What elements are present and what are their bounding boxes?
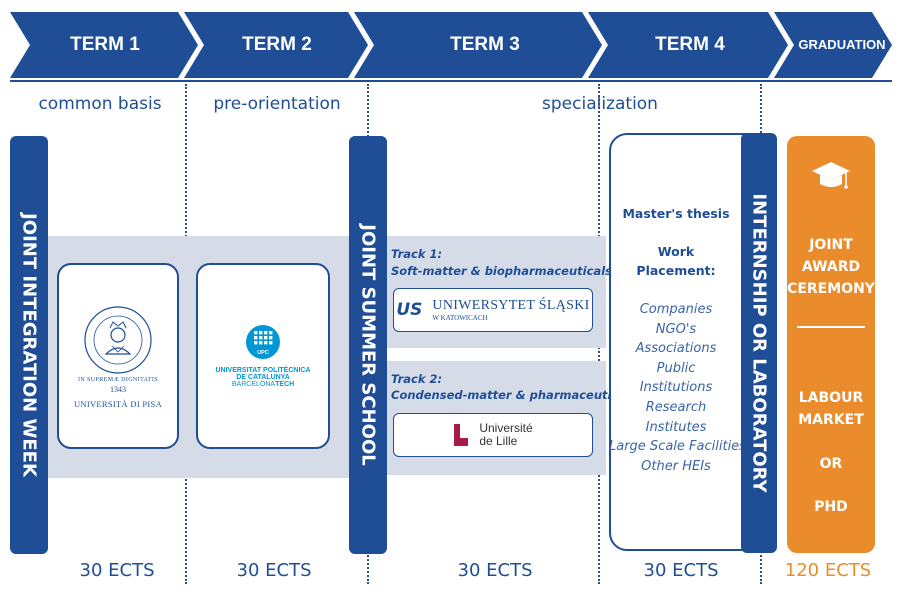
internship-or-laboratory-label: INTERNSHIP OR LABORATORY bbox=[748, 193, 770, 493]
joint-award-line-3: CEREMONY bbox=[787, 281, 875, 297]
term-timeline bbox=[10, 12, 892, 82]
term-1-label: TERM 1 bbox=[70, 34, 140, 55]
pisa-name: UNIVERSITÀ DI PISA bbox=[73, 398, 163, 409]
pisa-year: 1343 bbox=[110, 384, 126, 394]
phase-specialization: specialization bbox=[542, 94, 658, 114]
joint-integration-week-label: JOINT INTEGRATION WEEK bbox=[18, 213, 40, 477]
lille-mark-icon bbox=[454, 424, 469, 446]
internship-or-laboratory-bar: INTERNSHIP OR LABORATORY bbox=[741, 133, 777, 553]
upc-barcelona: BARCELONA bbox=[231, 381, 276, 388]
lille-text: Université de Lille bbox=[479, 422, 532, 448]
placement-item: Institutes bbox=[645, 419, 707, 435]
ects-term-2: 30 ECTS bbox=[236, 560, 312, 581]
ects-term-1: 30 ECTS bbox=[79, 560, 155, 581]
university-upc-card: UPC UNIVERSITAT POLITÈCNICA DE CATALUNYA… bbox=[196, 263, 330, 449]
silesia-text: UNIWERSYTET ŚLĄSKI W KATOWICACH bbox=[432, 298, 589, 322]
track-1-title: Soft-matter & biopharmaceuticals bbox=[391, 264, 612, 278]
term-1-arrow bbox=[10, 12, 198, 78]
labour-market-line-1: LABOUR bbox=[798, 390, 864, 406]
graduation-column: JOINT AWARD CEREMONY LABOUR MARKET OR PH… bbox=[787, 136, 875, 553]
silesia-mark-icon: US bbox=[396, 300, 423, 320]
term-2-arrow bbox=[184, 12, 368, 78]
university-silesia-logo: US UNIWERSYTET ŚLĄSKI W KATOWICACH bbox=[393, 288, 593, 332]
upc-tech: TECH bbox=[275, 381, 295, 388]
placement-item: Institutions bbox=[639, 380, 713, 396]
joint-summer-school-label: JOINT SUMMER SCHOOL bbox=[357, 224, 379, 466]
phd-label: PHD bbox=[814, 499, 848, 515]
term-3-arrow bbox=[354, 12, 602, 78]
placement-item: Public bbox=[656, 360, 696, 376]
track-2-label: Track 2: bbox=[391, 372, 443, 386]
labour-market-line-2: MARKET bbox=[798, 412, 864, 428]
placement-item: Research bbox=[645, 399, 707, 415]
placement-item: Companies bbox=[639, 302, 713, 317]
university-pisa-card: IN SUPREMÆ DIGNITATIS 1343 UNIVERSITÀ DI… bbox=[57, 263, 179, 449]
joint-summer-school-bar: JOINT SUMMER SCHOOL bbox=[349, 136, 387, 554]
track-2-title: Condensed-matter & pharmaceuticals bbox=[391, 388, 637, 402]
joint-integration-week-bar: JOINT INTEGRATION WEEK bbox=[10, 136, 48, 554]
ects-total: 120 ECTS bbox=[784, 560, 872, 581]
placement-item: Other HEIs bbox=[641, 458, 711, 474]
silesia-sub: W KATOWICACH bbox=[432, 314, 488, 322]
graduation-separator bbox=[797, 326, 865, 328]
work-placement-line-2: Placement: bbox=[636, 263, 716, 278]
graduation-label: GRADUATION bbox=[798, 37, 886, 52]
upc-logo-icon: UPC bbox=[246, 325, 280, 359]
or-label: OR bbox=[819, 456, 843, 472]
joint-award-line-2: AWARD bbox=[801, 259, 861, 275]
placement-item: Large Scale Facilities bbox=[609, 439, 746, 455]
pisa-motto: IN SUPREMÆ DIGNITATIS bbox=[78, 376, 158, 383]
term-2-label: TERM 2 bbox=[242, 34, 312, 55]
lille-line-2: de Lille bbox=[479, 434, 518, 448]
pisa-seal-icon bbox=[84, 305, 152, 374]
placement-item: Associations bbox=[635, 341, 717, 357]
upc-line-3: BARCELONATECH bbox=[232, 381, 294, 388]
phase-pre-orientation: pre-orientation bbox=[213, 94, 341, 114]
term-4-arrow bbox=[588, 12, 788, 78]
graduation-arrow bbox=[774, 12, 892, 78]
silesia-name: UNIWERSYTET ŚLĄSKI bbox=[432, 298, 590, 313]
term-4-label: TERM 4 bbox=[655, 34, 725, 55]
joint-award-line-1: JOINT bbox=[809, 237, 853, 253]
placement-item: NGO's bbox=[655, 321, 697, 337]
upc-line-2: DE CATALUNYA bbox=[236, 374, 290, 381]
lille-line-1: Université bbox=[479, 421, 533, 435]
masters-thesis: Master's thesis bbox=[622, 206, 730, 221]
ects-term-3: 30 ECTS bbox=[457, 560, 533, 581]
upc-line-1: UNIVERSITAT POLITÈCNICA bbox=[215, 367, 311, 374]
work-placement-line-1: Work bbox=[657, 244, 695, 259]
track-1-label: Track 1: bbox=[391, 247, 443, 261]
university-lille-logo: Université de Lille bbox=[393, 413, 593, 457]
timeline-underline bbox=[10, 80, 892, 82]
upc-badge-text: UPC bbox=[257, 350, 269, 356]
term-3-label: TERM 3 bbox=[450, 34, 520, 55]
placement-list: Companies NGO's Associations Public Inst… bbox=[609, 300, 746, 476]
graduation-cap-icon bbox=[812, 162, 850, 189]
phase-common-basis: common basis bbox=[38, 94, 162, 114]
ects-term-4: 30 ECTS bbox=[643, 560, 719, 581]
